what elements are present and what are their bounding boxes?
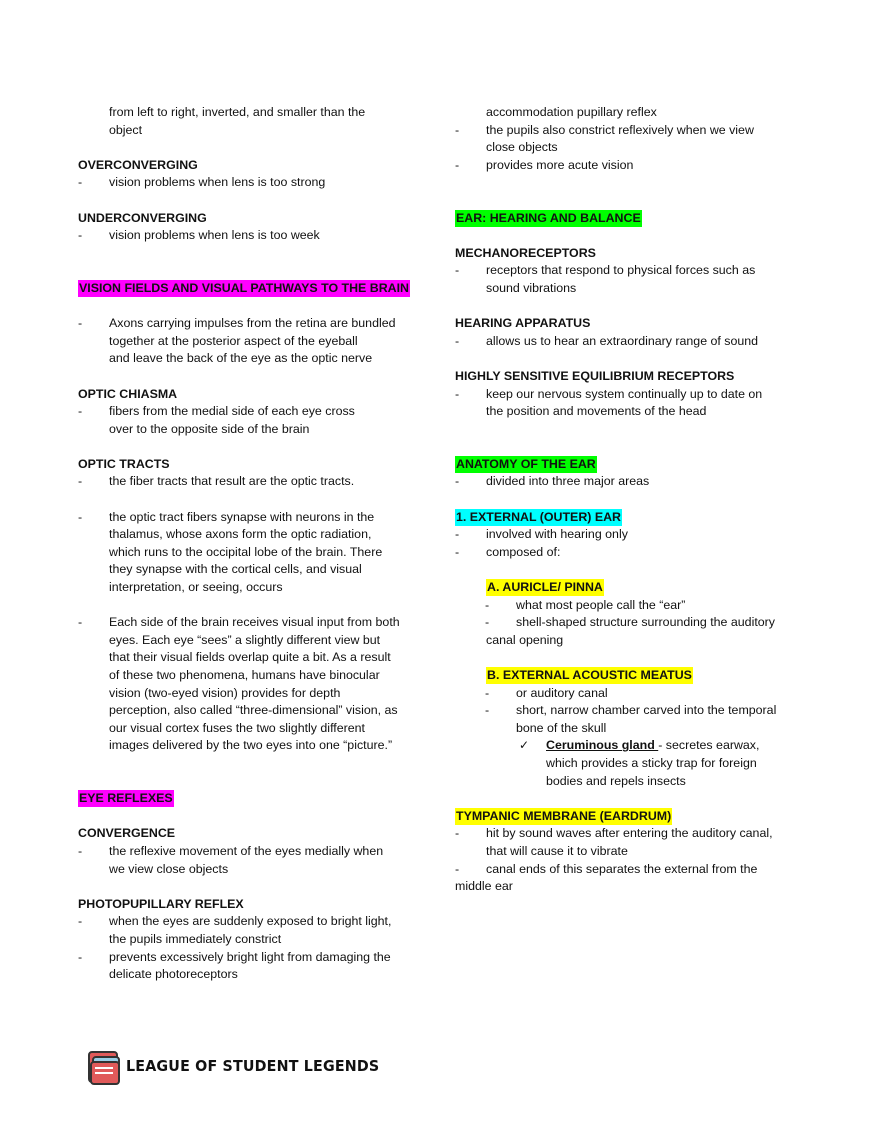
list-item-continuation: our visual cortex fuses the two slightly… — [109, 720, 365, 735]
list-item-continuation: of these two phenomena, humans have bino… — [109, 668, 380, 682]
list-item-continuation: and leave the back of the eye as the opt… — [109, 351, 373, 366]
list-item-continuation: which runs to the occipital lobe of the … — [109, 544, 383, 559]
list-item-continuation: thalamus, whose axons form the optic rad… — [109, 527, 372, 542]
list-item-continuation: that their visual fields overlap quite a… — [109, 650, 391, 665]
list-item-continuation: close objects — [486, 140, 558, 155]
book-stack-icon — [88, 1051, 120, 1085]
section-heading-vision-fields: VISION FIELDS AND VISUAL PATHWAYS TO THE… — [78, 279, 410, 297]
list-item: the reflexive movement of the eyes media… — [78, 843, 428, 861]
list-item-continuation: interpretation, or seeing, occurs — [109, 580, 283, 595]
ceruminous-gland-term: Ceruminous gland — [546, 738, 659, 753]
list-item: Axons carrying impulses from the retina … — [78, 315, 428, 333]
section-heading-external-ear: 1. EXTERNAL (OUTER) EAR — [455, 508, 622, 526]
list-item-continuation: which provides a sticky trap for foreign — [546, 755, 757, 770]
right-column: accommodation pupillary reflex the pupil… — [455, 104, 815, 896]
checklist-item-text: - secretes earwax, — [658, 738, 760, 753]
list-item: fibers from the medial side of each eye … — [78, 403, 428, 421]
list-item-continuation: sound vibrations — [486, 280, 577, 295]
underconverging-title: UNDERCONVERGING — [78, 210, 207, 225]
list-item-continuation: canal opening — [486, 632, 564, 647]
list-item: allows us to hear an extraordinary range… — [455, 333, 815, 351]
list-item: receptors that respond to physical force… — [455, 262, 815, 280]
list-item: composed of: — [455, 544, 815, 562]
list-item-continuation: vision (two-eyed vision) provides for de… — [109, 685, 341, 700]
subsection-heading-auricle: A. AURICLE/ PINNA — [486, 579, 604, 597]
list-item: the pupils also constrict reflexively wh… — [455, 122, 815, 140]
list-item: vision problems when lens is too week — [78, 227, 428, 245]
list-item: when the eyes are suddenly exposed to br… — [78, 913, 428, 931]
list-item-continuation: the position and movements of the head — [486, 404, 707, 419]
list-item-continuation: eyes. Each eye “sees” a slightly differe… — [109, 632, 381, 647]
list-item: or auditory canal — [455, 685, 815, 703]
list-item: involved with hearing only — [455, 526, 815, 544]
equilibrium-title: HIGHLY SENSITIVE EQUILIBRIUM RECEPTORS — [455, 368, 735, 383]
list-item-continuation: the pupils immediately constrict — [109, 931, 282, 946]
list-item: prevents excessively bright light from d… — [78, 949, 428, 967]
list-item-continuation: over to the opposite side of the brain — [109, 421, 310, 436]
footer-logo: LEAGUE OF STUDENT LEGENDS — [86, 1049, 379, 1089]
list-item: canal ends of this separates the externa… — [455, 861, 815, 879]
list-item: Each side of the brain receives visual i… — [78, 614, 428, 632]
section-heading-tympanic: TYMPANIC MEMBRANE (EARDRUM) — [455, 807, 673, 825]
list-item: divided into three major areas — [455, 473, 815, 491]
intro-line: accommodation pupillary reflex — [486, 105, 657, 119]
intro-line: object — [109, 122, 143, 137]
convergence-title: CONVERGENCE — [78, 826, 176, 841]
list-item-continuation: that will cause it to vibrate — [486, 843, 628, 858]
list-item-continuation: bodies and repels insects — [546, 773, 686, 788]
mechanoreceptors-title: MECHANORECEPTORS — [455, 245, 596, 260]
list-item-continuation: bone of the skull — [516, 720, 607, 735]
list-item: vision problems when lens is too strong — [78, 174, 428, 192]
hearing-apparatus-title: HEARING APPARATUS — [455, 316, 591, 331]
list-item: short, narrow chamber carved into the te… — [455, 702, 815, 720]
list-item: provides more acute vision — [455, 157, 815, 175]
list-item-continuation: middle ear — [455, 879, 513, 894]
section-heading-anatomy: ANATOMY OF THE EAR — [455, 455, 597, 473]
list-item: keep our nervous system continually up t… — [455, 386, 815, 404]
list-item-continuation: images delivered by the two eyes into on… — [109, 738, 393, 753]
intro-line: from left to right, inverted, and smalle… — [109, 105, 366, 119]
list-item: hit by sound waves after entering the au… — [455, 825, 815, 843]
list-item-continuation: delicate photoreceptors — [109, 967, 238, 982]
list-item: the optic tract fibers synapse with neur… — [78, 509, 428, 527]
list-item: shell-shaped structure surrounding the a… — [455, 614, 815, 632]
optic-chiasma-title: OPTIC CHIASMA — [78, 386, 178, 401]
checkmark-icon: ✓ — [519, 738, 530, 753]
list-item-continuation: they synapse with the cortical cells, an… — [109, 562, 362, 577]
photopupillary-title: PHOTOPUPILLARY REFLEX — [78, 896, 244, 911]
checklist-item: ✓ Ceruminous gland - secretes earwax, — [455, 737, 815, 755]
list-item-continuation: we view close objects — [109, 861, 229, 876]
section-heading-eye-reflexes: EYE REFLEXES — [78, 790, 174, 808]
section-heading-ear: EAR: HEARING AND BALANCE — [455, 209, 642, 227]
overconverging-title: OVERCONVERGING — [78, 157, 198, 172]
left-column: from left to right, inverted, and smalle… — [78, 104, 428, 984]
optic-tracts-title: OPTIC TRACTS — [78, 456, 170, 471]
list-item-continuation: together at the posterior aspect of the … — [109, 333, 358, 348]
list-item-continuation: perception, also called “three-dimension… — [109, 703, 398, 718]
list-item: what most people call the “ear” — [455, 597, 815, 615]
subsection-heading-meatus: B. EXTERNAL ACOUSTIC MEATUS — [486, 667, 693, 684]
list-item: the fiber tracts that result are the opt… — [78, 473, 428, 491]
logo-text: LEAGUE OF STUDENT LEGENDS — [126, 1057, 380, 1075]
